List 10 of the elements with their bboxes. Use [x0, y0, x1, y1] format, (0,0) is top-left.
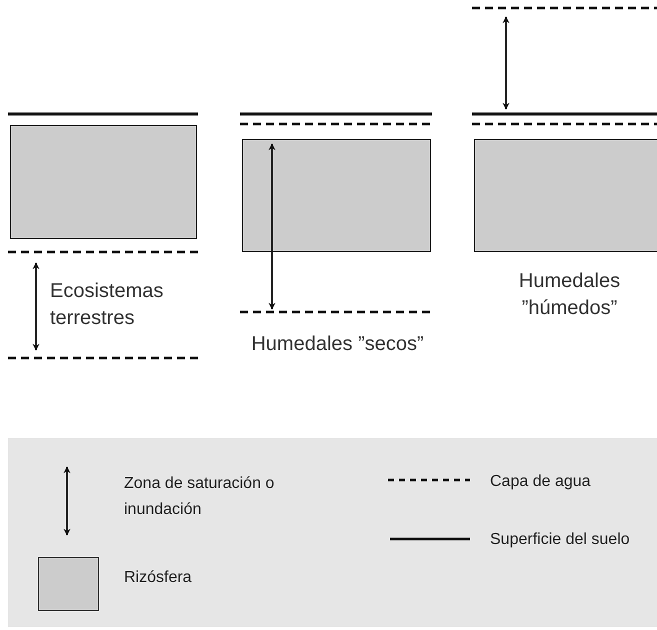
diagram-caption: Humedales ”secos”: [250, 332, 425, 357]
rhizosphere-box: [474, 139, 657, 252]
legend-label: Capa de agua: [490, 472, 592, 492]
legend-label: Zona de saturación o inundación: [124, 474, 276, 520]
rhizosphere-box: [10, 125, 197, 239]
diagram-caption: Ecosistemas terrestres: [50, 279, 164, 331]
legend-label: Superficie del suelo: [490, 530, 631, 550]
diagram-caption: Humedales ”húmedos”: [518, 269, 622, 321]
rhizosphere-box: [242, 139, 431, 252]
legend-label: Rizósfera: [124, 568, 193, 588]
